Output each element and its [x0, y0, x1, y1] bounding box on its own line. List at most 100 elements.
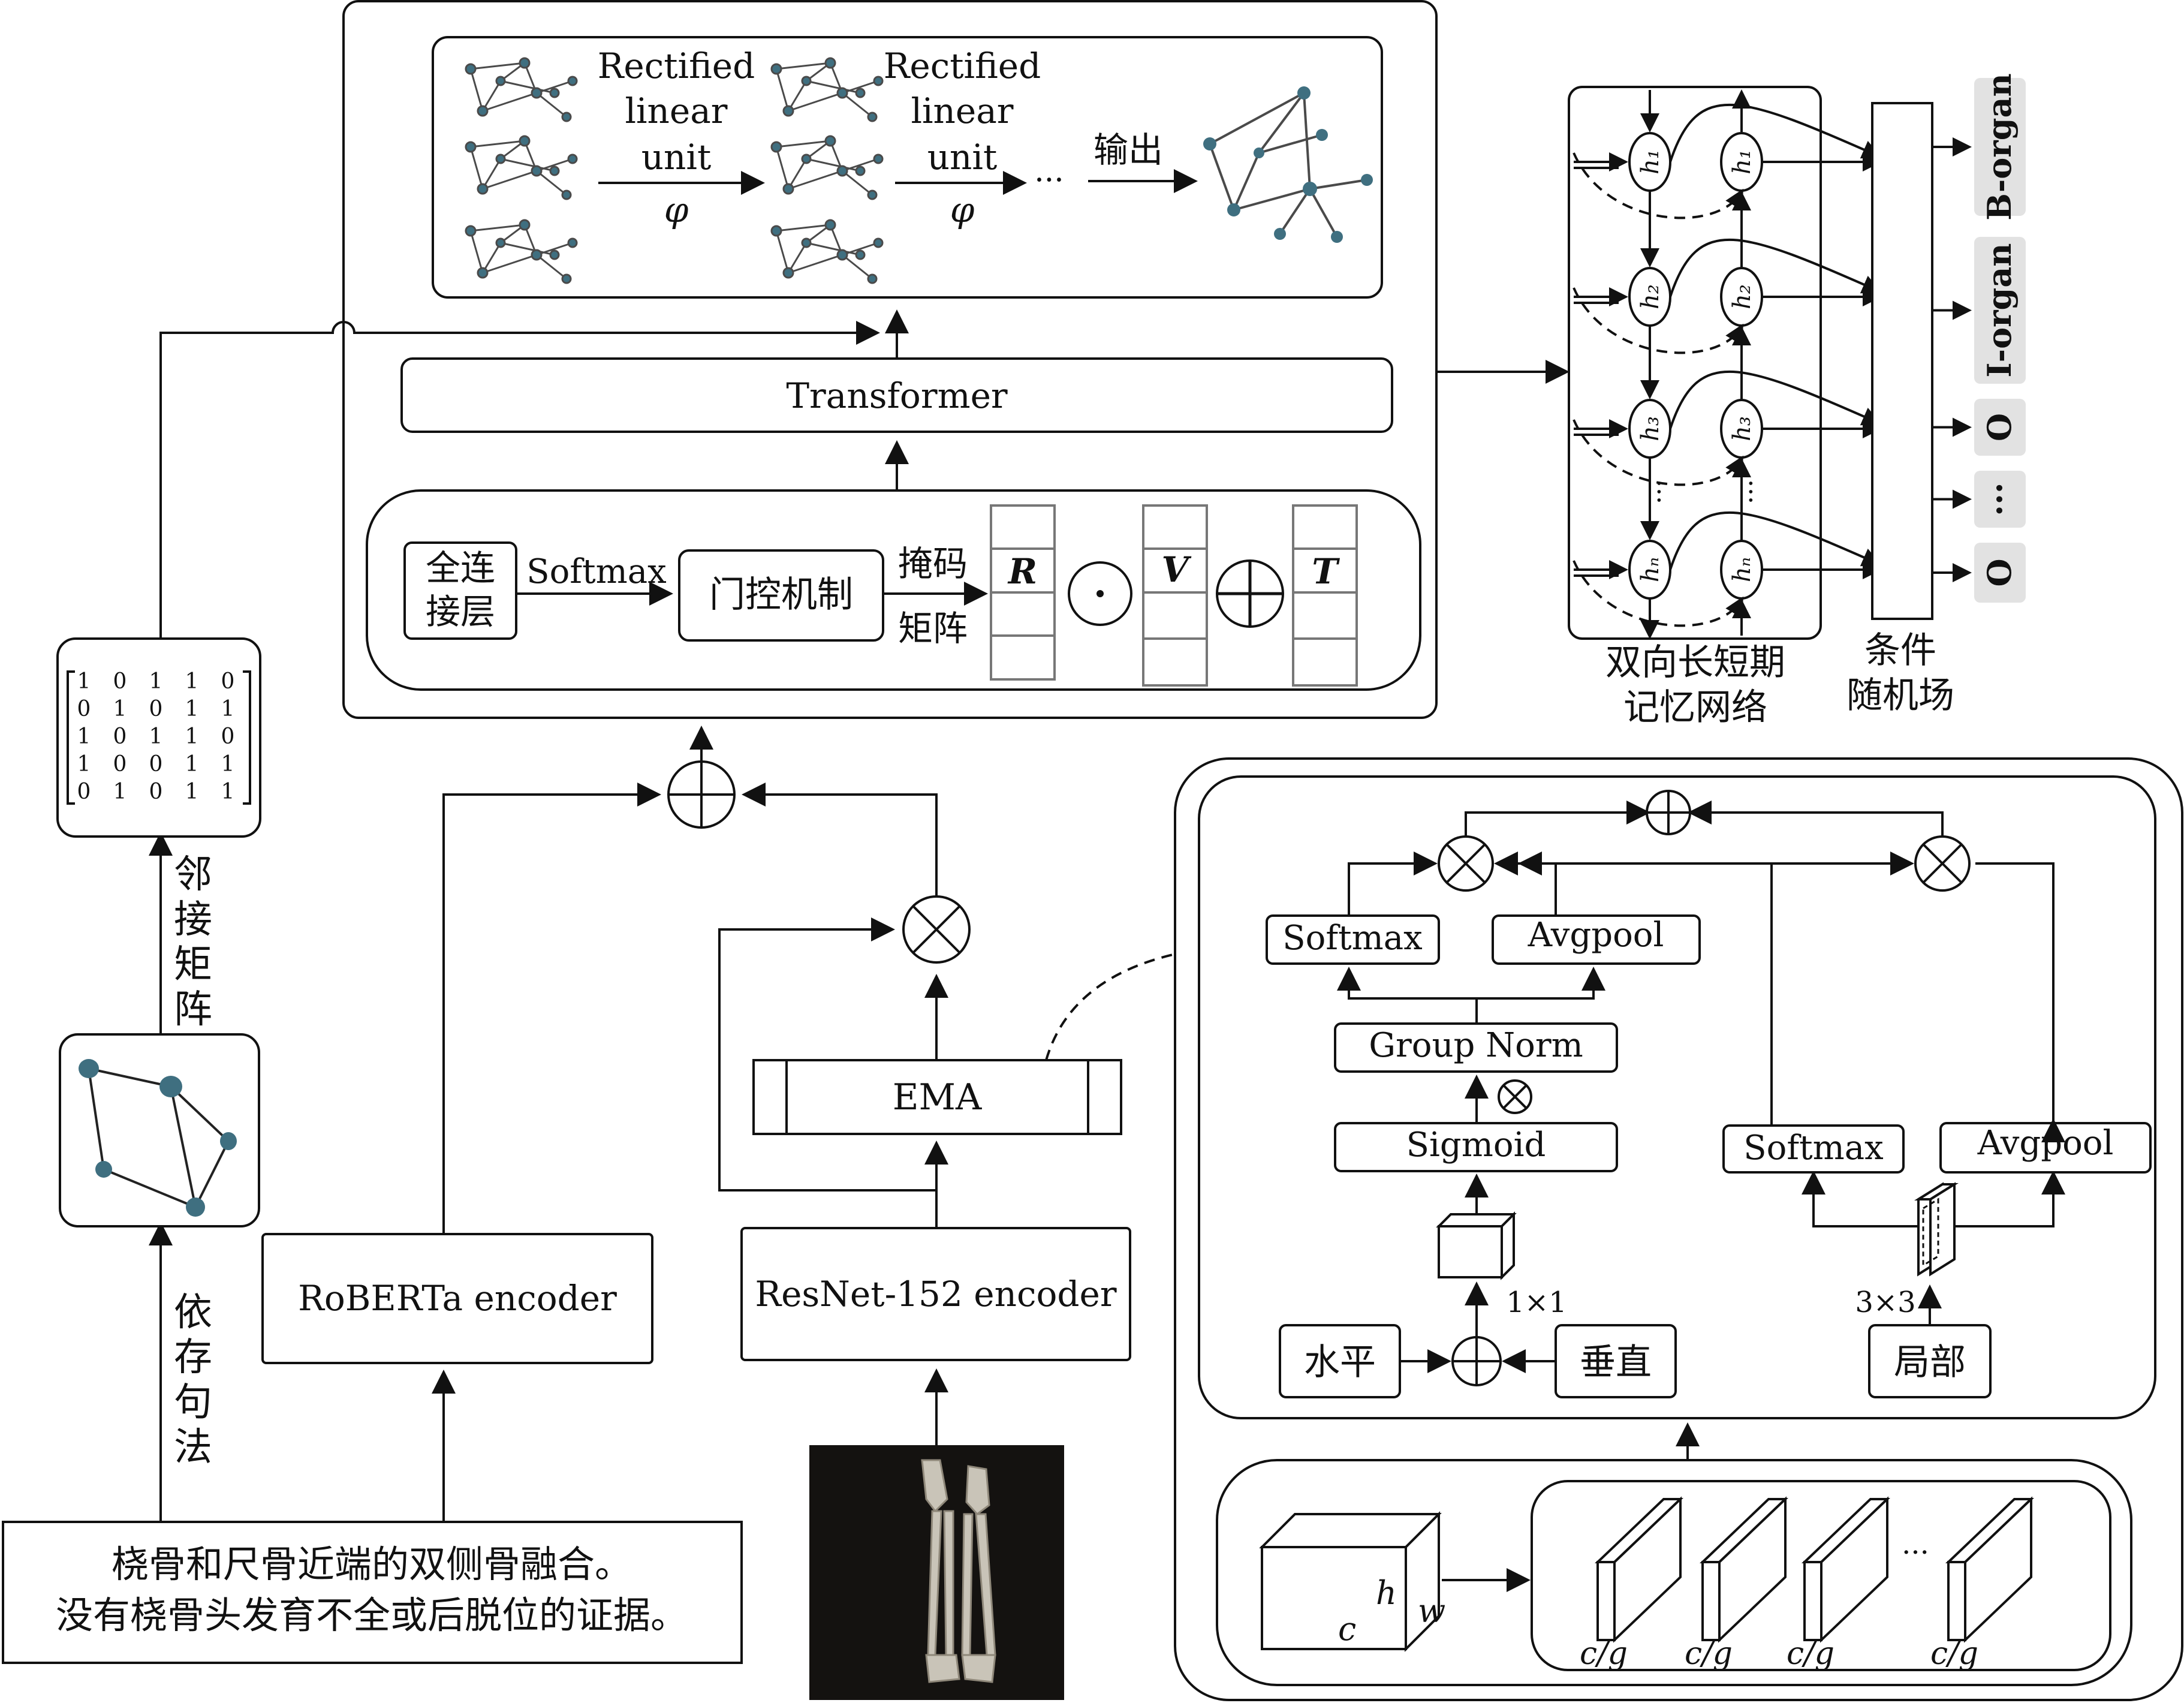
- output-label: 输出: [1093, 130, 1163, 170]
- crf-label-2: 随机场: [1846, 675, 1954, 717]
- bilstm-label-2: 记忆网络: [1623, 687, 1767, 729]
- matrix-cell: 1: [221, 780, 235, 804]
- matrix-cell: 1: [185, 669, 199, 694]
- slice-label: c/g: [1685, 1636, 1733, 1672]
- gnn-panel: [432, 36, 1383, 299]
- crf-box: [1871, 102, 1933, 620]
- matrix-cell: 0: [113, 669, 127, 694]
- svg-text:Rectified: Rectified: [598, 46, 755, 86]
- matrix-cell: 1: [149, 724, 163, 749]
- matrix-cell: 1: [185, 780, 199, 804]
- matrix-cell: 1: [149, 669, 163, 694]
- dependency-label: 依 存 句 法: [174, 1290, 212, 1470]
- tag-badge: [1974, 471, 2026, 528]
- slice-ellipsis: ···: [1902, 1536, 1929, 1569]
- matrix-R: [990, 504, 1056, 681]
- horizontal-label: 水平: [1304, 1341, 1376, 1383]
- matrix-cell: 1: [77, 724, 91, 749]
- tag-label: O: [1980, 558, 2019, 586]
- svg-text:φ: φ: [664, 189, 689, 230]
- svg-text:linear: linear: [625, 91, 727, 131]
- sentence-line-2: 没有桡骨头发育不全或后脱位的证据。: [56, 1593, 688, 1637]
- svg-text:unit: unit: [927, 137, 998, 177]
- adjacency-label: 邻 接 矩 阵: [174, 853, 212, 1032]
- tag-badge: [1974, 543, 2026, 603]
- roberta-label: RoBERTa encoder: [298, 1278, 617, 1319]
- slice-label: c/g: [1930, 1636, 1978, 1672]
- T-label: T: [1312, 551, 1340, 592]
- gnn-ellipsis: ···: [1034, 163, 1064, 198]
- gate-softmax-label: Softmax: [526, 552, 666, 591]
- matrix-cell: 1: [113, 697, 127, 721]
- conv1-label: 1×1: [1506, 1286, 1567, 1319]
- svg-text:阵: 阵: [174, 988, 212, 1032]
- final-oplus: [1646, 790, 1691, 835]
- tag-badge: [1974, 237, 2026, 384]
- hidden-label: h₃: [1637, 416, 1664, 441]
- vertical-ellipsis: ···: [1735, 479, 1766, 504]
- hidden-label: h₂: [1637, 284, 1664, 309]
- avgpool-right-label: Avgpool: [1977, 1124, 2114, 1163]
- matrix-T: [1292, 504, 1358, 687]
- fc-layer-label-2: 接层: [426, 591, 495, 632]
- group-norm-label: Group Norm: [1369, 1026, 1583, 1065]
- matrix-cell: 1: [185, 697, 199, 721]
- V-label: V: [1161, 549, 1191, 590]
- hidden-label: h₂: [1728, 284, 1756, 309]
- left-otimes: [1438, 835, 1494, 892]
- ema-otimes: [902, 895, 971, 964]
- sentence-line-1: 桡骨和尺骨近端的双侧骨融合。: [112, 1542, 632, 1586]
- mask-label-2: 矩阵: [898, 608, 968, 649]
- input-tensor: c h w: [1259, 1511, 1445, 1652]
- svg-text:存: 存: [174, 1335, 212, 1380]
- matrix-cell: 1: [221, 752, 235, 777]
- slice-label: c/g: [1580, 1636, 1628, 1672]
- sigmoid-label: Sigmoid: [1406, 1126, 1546, 1165]
- matrix-cell: 0: [149, 697, 163, 721]
- gate-label: 门控机制: [709, 574, 853, 616]
- svg-text:unit: unit: [641, 137, 712, 177]
- vertical-label: 垂直: [1580, 1341, 1652, 1383]
- matrix-cell: 1: [221, 697, 235, 721]
- matrix-cell: 0: [113, 724, 127, 749]
- fc-layer-label-1: 全连: [426, 547, 495, 588]
- softmax-left-label: Softmax: [1282, 919, 1422, 958]
- bilstm-box: [1568, 86, 1822, 640]
- gate-box: [678, 549, 884, 642]
- fusion-oplus: [667, 760, 736, 829]
- hidden-label: hₙ: [1637, 557, 1664, 582]
- svg-text:Rectified: Rectified: [884, 46, 1041, 86]
- svg-text:接: 接: [174, 898, 212, 942]
- sentence-box: 桡骨和尺骨近端的双侧骨融合。 没有桡骨头发育不全或后脱位的证据。: [2, 1521, 743, 1664]
- matrix-cell: 0: [221, 669, 235, 694]
- hidden-label: h₁: [1728, 149, 1756, 174]
- resnet-label: ResNet-152 encoder: [755, 1274, 1116, 1314]
- vertical-ellipsis: ···: [1643, 479, 1674, 504]
- avgpool-left-label: Avgpool: [1528, 916, 1664, 955]
- tag-label: B-organ: [1980, 73, 2019, 221]
- matrix-cell: 1: [185, 752, 199, 777]
- matrix-cell: 1: [77, 752, 91, 777]
- hidden-label: hₙ: [1728, 557, 1756, 582]
- mask-label-1: 掩码: [898, 543, 968, 584]
- tag-label: ···: [1980, 482, 2019, 516]
- sigmoid-otimes: [1498, 1079, 1532, 1114]
- rectified-label-2: Rectified linear unit φ: [884, 46, 1041, 230]
- fc-layer-box: [403, 541, 517, 640]
- svg-text:依: 依: [174, 1290, 212, 1335]
- matrix-cell: 1: [113, 780, 127, 804]
- matrix-cell: 0: [77, 697, 91, 721]
- R-label: R: [1007, 551, 1037, 592]
- svg-text:邻: 邻: [174, 853, 212, 897]
- conv1x1-cube: [1436, 1211, 1517, 1280]
- ema-detail-top-panel: [1198, 775, 2156, 1419]
- tag-label: I-organ: [1980, 243, 2019, 377]
- ema-box: [752, 1059, 1122, 1135]
- svg-text:法: 法: [174, 1425, 212, 1470]
- bilstm-label-1: 双向长短期: [1605, 642, 1785, 684]
- svg-text:矩: 矩: [174, 943, 212, 987]
- svg-text:φ: φ: [950, 189, 975, 230]
- matrix-cell: 1: [77, 669, 91, 694]
- hidden-label: h₃: [1728, 416, 1756, 441]
